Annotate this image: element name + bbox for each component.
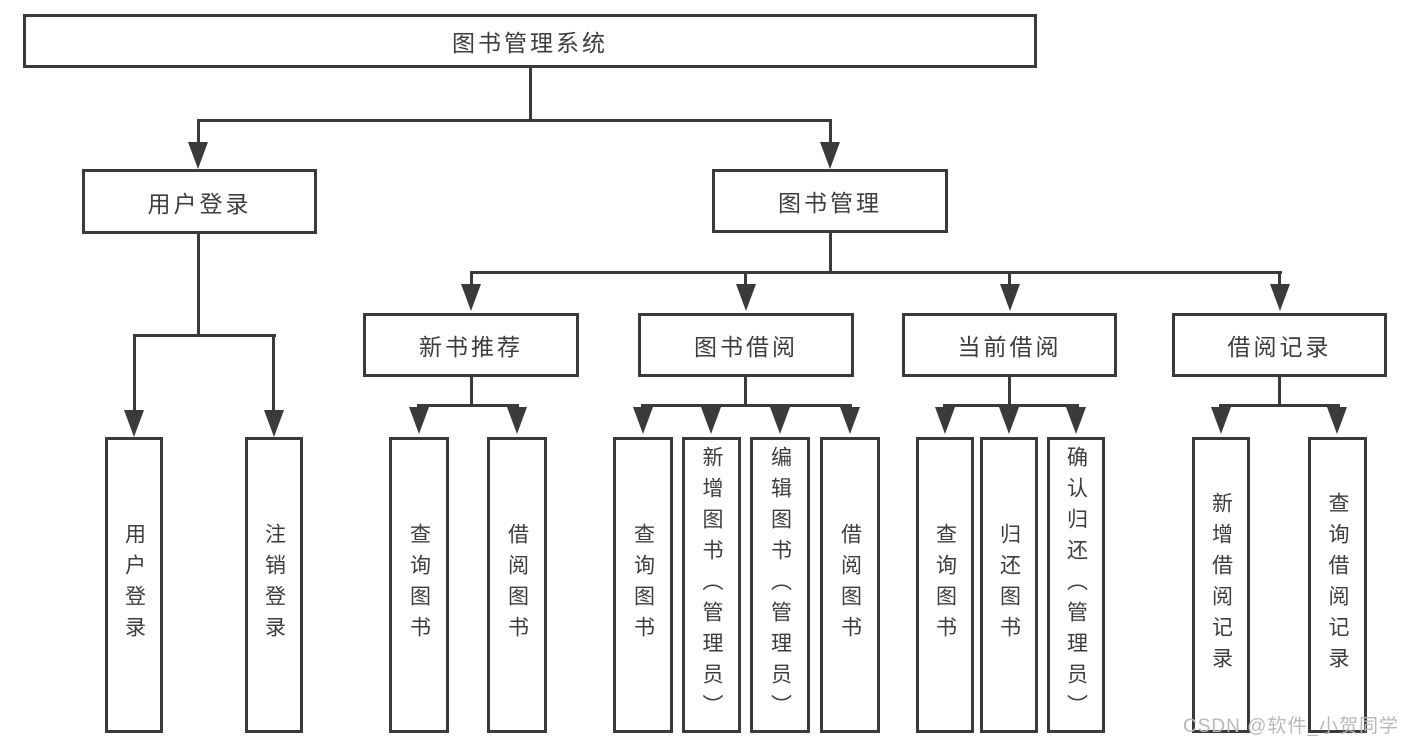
leaf-cb-return-books: 归还图书 <box>980 437 1038 733</box>
arrowhead-down-icon <box>409 407 429 434</box>
leaf-logout: 注销登录 <box>245 437 303 733</box>
arrowhead-down-icon <box>701 407 721 434</box>
node-book-borrowing: 图书借阅 <box>638 313 854 377</box>
connector-line <box>744 273 747 286</box>
arrowhead-down-icon <box>840 407 860 434</box>
node-borrowing-records: 借阅记录 <box>1172 313 1387 377</box>
connector-line <box>1278 377 1281 405</box>
arrowhead-down-icon <box>999 407 1019 434</box>
connector-line <box>829 233 832 271</box>
leaf-label: 确认归还（管理员） <box>1064 445 1088 725</box>
leaf-label: 查询图书 <box>933 523 957 647</box>
leaf-bb-borrow-books: 借阅图书 <box>820 437 880 733</box>
arrowhead-down-icon <box>820 142 840 169</box>
connector-line <box>744 377 747 405</box>
leaf-cb-query-books: 查询图书 <box>916 437 974 733</box>
arrowhead-down-icon <box>1000 284 1020 311</box>
connector-line <box>829 120 832 146</box>
node-book-management: 图书管理 <box>712 169 948 233</box>
csdn-watermark: CSDN @软件_小贺同学 <box>1183 716 1399 737</box>
arrowhead-down-icon <box>461 284 481 311</box>
connector-line <box>197 120 200 146</box>
leaf-user-login: 用户登录 <box>105 437 163 733</box>
connector-line <box>197 119 832 122</box>
node-library-system: 图书管理系统 <box>23 14 1037 68</box>
leaf-label: 注销登录 <box>262 523 286 647</box>
connector-line <box>1219 404 1340 407</box>
arrowhead-down-icon <box>935 407 955 434</box>
node-new-book-recommendation: 新书推荐 <box>363 313 579 377</box>
leaf-bb-query-books: 查询图书 <box>613 437 673 733</box>
connector-line <box>197 234 200 335</box>
leaf-label: 查询借阅记录 <box>1326 492 1349 678</box>
leaf-label: 新增图书（管理员） <box>700 445 723 725</box>
arrowhead-down-icon <box>1270 284 1290 311</box>
arrowhead-down-icon <box>264 410 284 437</box>
arrowhead-down-icon <box>188 142 208 169</box>
connector-line <box>470 271 1282 274</box>
arrowhead-down-icon <box>1066 407 1086 434</box>
arrowhead-down-icon <box>124 410 144 437</box>
leaf-label: 编辑图书（管理员） <box>768 445 792 725</box>
leaf-nb-borrow-books: 借阅图书 <box>487 437 547 733</box>
leaf-label: 用户登录 <box>122 523 146 647</box>
arrowhead-down-icon <box>507 407 527 434</box>
connector-line <box>470 377 473 405</box>
leaf-label: 查询图书 <box>407 523 431 647</box>
leaf-bb-add-books-admin: 新增图书（管理员） <box>682 437 741 733</box>
leaf-label: 新增借阅记录 <box>1209 492 1233 678</box>
arrowhead-down-icon <box>1327 407 1347 434</box>
leaf-br-query-record: 查询借阅记录 <box>1308 437 1367 733</box>
leaf-label: 借阅图书 <box>505 523 529 647</box>
connector-line <box>133 336 136 412</box>
arrowhead-down-icon <box>770 407 790 434</box>
arrowhead-down-icon <box>633 407 653 434</box>
connector-line <box>1008 377 1011 405</box>
node-current-borrowing: 当前借阅 <box>902 313 1117 377</box>
connector-line <box>272 336 275 412</box>
leaf-label: 归还图书 <box>997 523 1021 647</box>
connector-line <box>1278 273 1281 286</box>
leaf-br-add-record: 新增借阅记录 <box>1192 437 1250 733</box>
connector-line <box>943 404 1079 407</box>
leaf-bb-edit-books-admin: 编辑图书（管理员） <box>750 437 810 733</box>
arrowhead-down-icon <box>736 284 756 311</box>
leaf-nb-query-books: 查询图书 <box>389 437 449 733</box>
leaf-label: 借阅图书 <box>838 523 862 647</box>
arrowhead-down-icon <box>1211 407 1231 434</box>
connector-line <box>417 404 519 407</box>
node-user-login: 用户登录 <box>82 169 317 234</box>
connector-line <box>1008 273 1011 286</box>
leaf-cb-confirm-return-admin: 确认归还（管理员） <box>1047 437 1105 733</box>
leaf-label: 查询图书 <box>631 523 655 647</box>
connector-line <box>133 334 276 337</box>
connector-line <box>529 68 532 120</box>
connector-line <box>470 273 473 286</box>
connector-line <box>641 404 852 407</box>
